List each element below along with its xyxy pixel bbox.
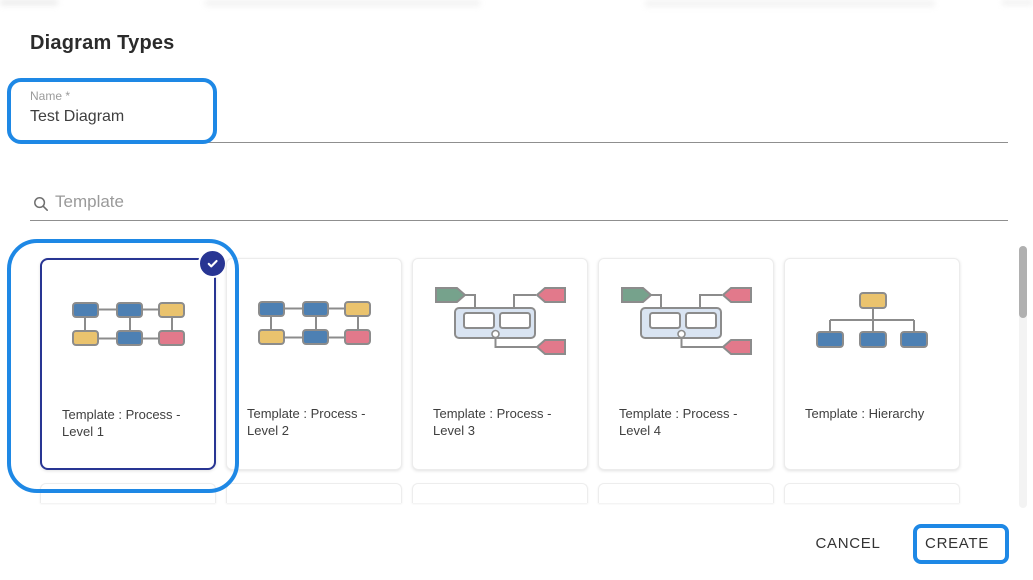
template-search-input[interactable] <box>55 192 655 212</box>
name-input[interactable] <box>30 108 550 126</box>
cancel-button[interactable]: CANCEL <box>806 530 890 556</box>
template-card-hierarchy[interactable]: Template : Hierarchy <box>784 258 960 470</box>
page-title: Diagram Types <box>30 32 175 54</box>
template-thumbnail-process-level-1 <box>42 302 214 346</box>
create-button[interactable]: CREATE <box>917 530 997 556</box>
template-thumbnail-hierarchy <box>785 292 959 348</box>
template-thumbnail-process-level-3 <box>413 285 587 357</box>
template-thumbnail-process-level-4 <box>599 285 773 357</box>
background-artifact <box>645 0 935 7</box>
scrollbar-track[interactable] <box>1019 246 1027 508</box>
template-search-underline <box>30 220 1008 221</box>
template-card-label: Template : Process - Level 3 <box>433 406 552 438</box>
background-artifact <box>0 0 58 5</box>
selected-check-icon <box>198 249 227 278</box>
template-card-label: Template : Hierarchy <box>805 406 925 421</box>
template-card-partial[interactable] <box>226 483 402 503</box>
template-card-partial[interactable] <box>412 483 588 503</box>
template-card-label: Template : Process - Level 1 <box>62 407 181 439</box>
template-card-partial[interactable] <box>40 483 216 503</box>
background-artifact <box>205 0 480 6</box>
template-card-process-level-4[interactable]: Template : Process - Level 4 <box>598 258 774 470</box>
template-card-process-level-1[interactable]: Template : Process - Level 1 <box>40 249 227 470</box>
name-field-underline <box>30 142 1008 143</box>
template-card-label: Template : Process - Level 4 <box>619 406 738 438</box>
search-icon <box>33 196 49 217</box>
template-grid-clipped-row <box>0 479 1033 505</box>
template-card-process-level-3[interactable]: Template : Process - Level 3 <box>412 258 588 470</box>
background-artifact <box>1002 0 1033 5</box>
name-field-label: Name * <box>30 89 71 103</box>
template-thumbnail-process-level-2 <box>227 301 401 345</box>
template-card-partial[interactable] <box>598 483 774 503</box>
template-card-process-level-2[interactable]: Template : Process - Level 2 <box>226 258 402 470</box>
scrollbar-thumb[interactable] <box>1019 246 1027 318</box>
template-card-label: Template : Process - Level 2 <box>247 406 366 438</box>
template-card-partial[interactable] <box>784 483 960 503</box>
